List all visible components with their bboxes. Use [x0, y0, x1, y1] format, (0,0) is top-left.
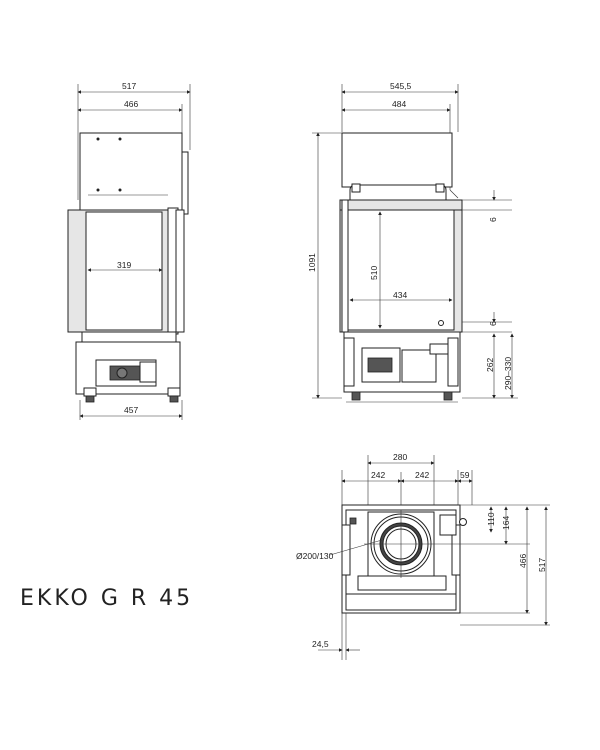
- dim-319: 319: [117, 260, 131, 270]
- dim-434: 434: [393, 290, 407, 300]
- front-view: 517 466 319 457: [67, 81, 191, 420]
- side-view: 545,5 484 1091 510 434 6 6: [307, 81, 518, 403]
- model-title: EKKO G R 45: [20, 586, 194, 611]
- dim-510: 510: [369, 266, 379, 280]
- dim-6-bottom: 6: [488, 321, 498, 326]
- dim-517-top: 517: [537, 558, 547, 572]
- dim-545-5: 545,5: [390, 81, 412, 91]
- dim-517-front: 517: [122, 81, 136, 91]
- dim-457: 457: [124, 405, 138, 415]
- dim-110: 110: [486, 512, 496, 526]
- dim-466-front: 466: [124, 99, 138, 109]
- dim-290-330: 290–330: [503, 357, 513, 390]
- dim-164: 164: [501, 516, 511, 530]
- dim-59: 59: [460, 470, 470, 480]
- top-view: 280 242 242 59 Ø200/130 11: [296, 452, 550, 660]
- dim-466-top: 466: [518, 554, 528, 568]
- dim-280: 280: [393, 452, 407, 462]
- dim-484: 484: [392, 99, 406, 109]
- dim-1091: 1091: [307, 253, 317, 272]
- dim-24-5: 24,5: [312, 639, 329, 649]
- dim-242-left: 242: [371, 470, 385, 480]
- dim-242-right: 242: [415, 470, 429, 480]
- dim-262: 262: [485, 358, 495, 372]
- dim-diameter: Ø200/130: [296, 551, 334, 561]
- dim-6-top: 6: [488, 217, 498, 222]
